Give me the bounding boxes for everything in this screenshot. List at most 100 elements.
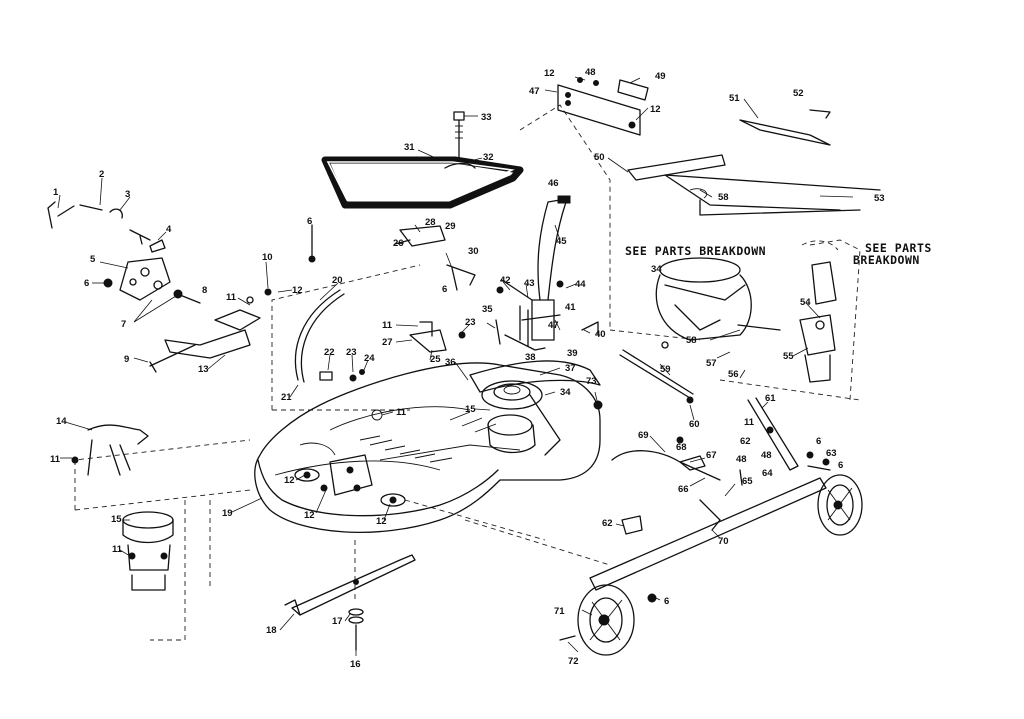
callout-11-spindle: 11 <box>50 454 61 465</box>
callout-6-wheel: 6 <box>664 596 669 607</box>
control-linkage-parts <box>294 224 476 383</box>
callout-52: 52 <box>793 88 804 99</box>
callout-41: 41 <box>565 302 576 313</box>
callout-38: 38 <box>525 352 536 363</box>
bracket-62 <box>621 515 643 535</box>
front-axle <box>589 397 831 591</box>
mounting-plate <box>557 77 649 136</box>
callout-69: 69 <box>638 430 649 441</box>
callout-11-bracket: 11 <box>226 292 237 303</box>
callout-3: 3 <box>125 189 130 200</box>
callout-7: 7 <box>121 319 126 330</box>
callout-61: 61 <box>765 393 776 404</box>
callout-11-deck: 11 <box>396 407 407 418</box>
callout-43: 43 <box>524 278 535 289</box>
callout-39: 39 <box>567 348 578 359</box>
callout-47-plate: 47 <box>529 86 540 97</box>
callout-6-axle: 6 <box>816 436 821 447</box>
callout-12-bracket: 12 <box>292 285 303 296</box>
callout-35: 35 <box>482 304 493 315</box>
callout-11-axle: 11 <box>744 417 755 428</box>
callout-10: 10 <box>262 252 273 263</box>
lift-lever-assembly <box>495 195 599 351</box>
callout-63: 63 <box>826 448 837 459</box>
callout-56: 56 <box>728 369 739 380</box>
callout-49: 49 <box>655 71 666 82</box>
callout-48-axle: 48 <box>736 454 747 465</box>
callout-8: 8 <box>202 285 207 296</box>
see-parts-breakdown-note-right-line2: BREAKDOWN <box>853 253 920 267</box>
callout-28: 28 <box>425 217 436 228</box>
callout-57: 57 <box>706 358 717 369</box>
rear-frame <box>627 109 881 216</box>
callout-67: 67 <box>706 450 717 461</box>
parts-breakdown-notes: SEE PARTS BREAKDOWN SEE PARTS BREAKDOWN <box>625 240 932 267</box>
callout-1: 1 <box>53 187 59 198</box>
callout-24: 24 <box>364 353 375 364</box>
callout-18: 18 <box>266 625 277 636</box>
callout-40: 40 <box>595 329 606 340</box>
bolt-33 <box>453 111 465 159</box>
callout-44: 44 <box>575 279 586 290</box>
callout-54: 54 <box>800 297 811 308</box>
callout-9: 9 <box>124 354 129 365</box>
callout-33: 33 <box>481 112 492 123</box>
callout-55: 55 <box>783 351 794 362</box>
left-bracket-parts <box>47 201 272 373</box>
blade <box>284 554 416 651</box>
callout-12-deck-left: 12 <box>284 475 295 486</box>
callout-29: 29 <box>445 221 456 232</box>
callout-48-axle-2: 48 <box>761 450 772 461</box>
callout-34-deck: 34 <box>560 387 571 398</box>
deck-housing <box>254 360 603 533</box>
spindle-assembly <box>71 424 174 591</box>
callout-6-center: 6 <box>307 216 312 227</box>
callout-34-engine: 34 <box>651 264 662 275</box>
callout-27: 27 <box>382 337 393 348</box>
engine-mount <box>655 257 781 349</box>
callout-48-plate: 48 <box>585 67 596 78</box>
assembly-dashed-lines <box>74 104 861 641</box>
callout-68: 68 <box>676 442 687 453</box>
callout-30: 30 <box>468 246 479 257</box>
callout-64: 64 <box>762 468 773 479</box>
rod-and-cable <box>611 349 743 486</box>
callout-2: 2 <box>99 169 104 180</box>
callout-16: 16 <box>350 659 361 670</box>
callout-45: 45 <box>556 236 567 247</box>
callout-42: 42 <box>500 275 511 286</box>
callout-72: 72 <box>568 656 579 667</box>
callout-32: 32 <box>483 152 494 163</box>
callout-17: 17 <box>332 616 343 627</box>
right-post <box>799 261 837 383</box>
callout-23: 23 <box>346 347 357 358</box>
callout-60: 60 <box>689 419 700 430</box>
callout-37: 37 <box>565 363 576 374</box>
callout-6-left: 6 <box>84 278 89 289</box>
callout-5: 5 <box>90 254 96 265</box>
callout-12-plate-2: 12 <box>650 104 661 115</box>
callout-59: 59 <box>660 364 671 375</box>
callout-26: 26 <box>393 238 404 249</box>
see-parts-breakdown-note-right-line1: SEE PARTS <box>865 241 932 255</box>
callout-4: 4 <box>166 224 172 235</box>
callout-25: 25 <box>430 354 441 365</box>
callout-31: 31 <box>404 142 415 153</box>
callout-71: 71 <box>554 606 565 617</box>
callout-46: 46 <box>548 178 559 189</box>
callout-12-deck-right: 12 <box>376 516 387 527</box>
callout-51: 51 <box>729 93 740 104</box>
callout-12-plate: 12 <box>544 68 555 79</box>
callout-66: 66 <box>678 484 689 495</box>
callout-70: 70 <box>718 536 729 547</box>
callout-11-spindle-2: 11 <box>112 544 123 555</box>
front-wheel <box>817 474 863 536</box>
callout-53: 53 <box>874 193 885 204</box>
callout-73: 73 <box>586 376 597 387</box>
callout-6-axle-2: 6 <box>838 460 843 471</box>
callout-numbers: 1 2 3 4 5 6 6 6 6 6 6 7 8 9 10 11 11 11 … <box>50 67 885 670</box>
callout-47-lever: 47 <box>548 320 559 331</box>
callout-36: 36 <box>445 357 456 368</box>
see-parts-breakdown-note-left: SEE PARTS BREAKDOWN <box>625 244 766 258</box>
